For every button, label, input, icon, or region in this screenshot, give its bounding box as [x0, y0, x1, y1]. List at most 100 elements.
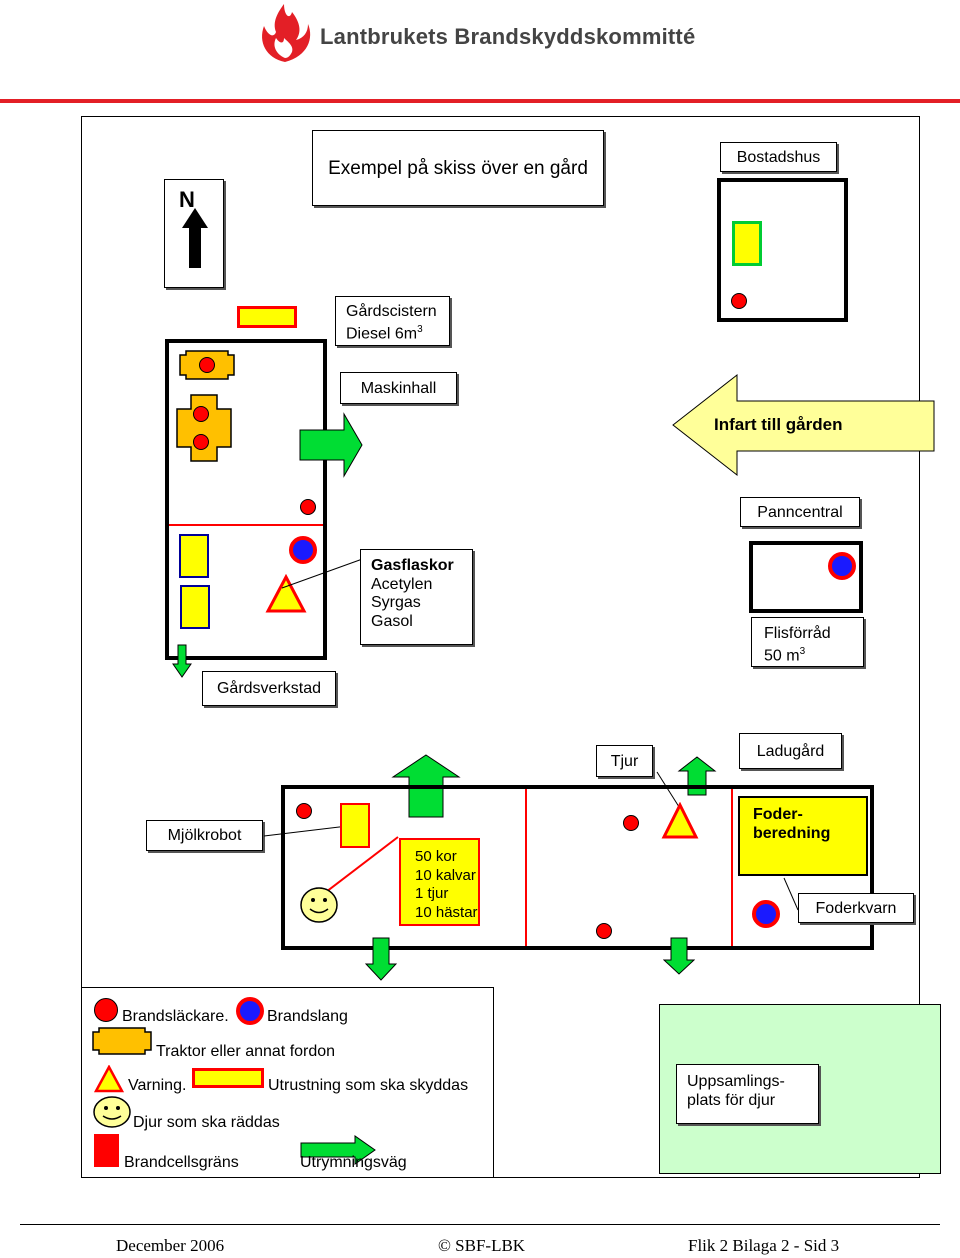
fire-extinguisher	[193, 434, 209, 450]
footer-page: Flik 2 Bilaga 2 - Sid 3	[688, 1236, 840, 1255]
header-rule	[0, 99, 960, 103]
footer-date: December 2006	[116, 1236, 225, 1255]
foder-line1: Foder-	[753, 806, 803, 823]
warning-icon	[265, 574, 307, 613]
sketch-title: Exempel på skiss över en gård	[312, 130, 604, 206]
uppsamling-label: Uppsamlings- plats för djur	[676, 1064, 819, 1124]
flis-line1: Flisförråd	[764, 625, 831, 642]
equipment-protect	[179, 534, 209, 578]
legend-utrymning: Utrymningsväg	[300, 1154, 407, 1171]
animal-count: 10 hästar	[415, 903, 478, 921]
leader-line	[281, 556, 369, 589]
fire-compartment-boundary	[731, 789, 733, 946]
legend-fire-hose-icon	[236, 997, 264, 1025]
bostadshus-label: Bostadshus	[720, 142, 837, 172]
maskinhall-label: Maskinhall	[340, 372, 457, 404]
maskinhall-building	[165, 339, 327, 660]
bostadshus-building	[717, 178, 848, 322]
legend-brandslackare: Brandsläckare.	[122, 1008, 229, 1025]
vehicle-icon	[176, 394, 232, 462]
exit-arrow-right-icon	[299, 412, 363, 478]
gasflaskor-title: Gasflaskor	[371, 557, 454, 574]
north-indicator: N	[164, 179, 224, 288]
cistern-line2: Diesel 6m3	[346, 321, 449, 343]
animal-count: 50 kor	[415, 848, 457, 865]
uppsamling-line2: plats för djur	[687, 1091, 776, 1109]
foderkvarn-label: Foderkvarn	[798, 893, 914, 923]
leader-line	[656, 771, 682, 811]
cistern-tank	[237, 306, 297, 328]
fire-hose	[828, 552, 856, 580]
legend-exit-arrow-icon	[300, 1135, 376, 1165]
foder-line2: beredning	[753, 824, 831, 842]
north-arrow-icon	[182, 208, 208, 268]
gas-item: Syrgas	[371, 594, 421, 611]
fire-compartment-boundary	[169, 524, 323, 526]
legend-utrustning: Utrustning som ska skyddas	[268, 1077, 469, 1094]
leader-line	[783, 877, 799, 911]
fire-extinguisher	[199, 357, 215, 373]
exit-arrow-down-icon	[365, 937, 397, 981]
legend-brandslang: Brandslang	[267, 1008, 348, 1025]
fire-extinguisher	[596, 923, 612, 939]
fire-extinguisher	[623, 815, 639, 831]
animal-count: 10 kalvar	[415, 866, 476, 884]
legend-fire-boundary-icon	[94, 1134, 119, 1167]
logo: Lantbrukets Brandskyddskommitté	[248, 2, 696, 64]
equipment-protect	[340, 803, 370, 848]
legend: Brandsläckare. Brandslang Traktor eller …	[81, 987, 494, 1178]
entrance-arrow-icon	[672, 373, 935, 477]
leader-line	[325, 836, 399, 893]
animal-count: 1 tjur	[415, 885, 449, 902]
flis-unit-sup: 3	[799, 646, 806, 657]
flis-volume: 50 m	[764, 647, 800, 665]
logo-text: Lantbrukets Brandskyddskommitté	[320, 24, 696, 49]
north-label: N	[179, 187, 195, 212]
legend-varning: Varning.	[128, 1077, 187, 1094]
flis-line2: 50 m3	[764, 643, 863, 665]
ladugard-building	[281, 785, 874, 950]
fire-extinguisher	[193, 406, 209, 422]
legend-warning-icon	[94, 1065, 124, 1093]
legend-fire-extinguisher-icon	[94, 998, 118, 1022]
equipment-protect	[180, 585, 210, 629]
legend-djur: Djur som ska räddas	[133, 1114, 280, 1131]
infart-label: Infart till gården	[714, 415, 843, 434]
sketch-frame	[81, 116, 920, 1178]
fire-compartment-boundary	[525, 789, 527, 946]
cistern-line1: Gårdscistern	[346, 303, 437, 320]
panncentral-label: Panncentral	[740, 497, 860, 527]
gasflaskor-label: Gasflaskor Acetylen Syrgas Gasol	[360, 549, 473, 645]
legend-traktor: Traktor eller annat fordon	[156, 1043, 336, 1060]
fire-extinguisher	[731, 293, 747, 309]
flisforrad-label: Flisförråd 50 m3	[751, 617, 864, 667]
fire-hose	[752, 900, 780, 928]
mjolkrobot-label: Mjölkrobot	[146, 820, 263, 851]
warning-icon	[661, 802, 699, 839]
fire-hose	[289, 536, 317, 564]
equipment-protect	[732, 221, 762, 266]
cistern-label: Gårdscistern Diesel 6m3	[335, 296, 450, 346]
foderberedning-box: Foder- beredning	[738, 796, 868, 876]
animals-box: 50 kor 10 kalvar 1 tjur 10 hästar	[399, 838, 480, 926]
legend-equipment-icon	[192, 1068, 264, 1088]
legend-vehicle-icon	[92, 1027, 152, 1055]
exit-arrow-down-icon	[172, 644, 192, 678]
gas-item: Acetylen	[371, 575, 433, 593]
footer-org: © SBF-LBK	[438, 1236, 526, 1255]
fire-extinguisher	[296, 803, 312, 819]
gardsverkstad-label: Gårdsverkstad	[202, 671, 336, 706]
exit-arrow-down-icon	[663, 937, 695, 975]
uppsamling-line1: Uppsamlings-	[687, 1073, 785, 1090]
footer-rule	[20, 1224, 940, 1225]
ladugard-label: Ladugård	[739, 733, 842, 769]
tjur-label: Tjur	[596, 745, 653, 777]
legend-animal-icon	[93, 1096, 131, 1128]
animal-face-icon	[300, 887, 338, 923]
gas-item: Gasol	[371, 612, 413, 630]
panncentral-building	[749, 541, 863, 613]
cistern-unit-sup: 3	[417, 324, 423, 335]
fire-extinguisher	[300, 499, 316, 515]
cistern-volume: Diesel 6m	[346, 325, 418, 343]
legend-brandcell: Brandcellsgräns	[124, 1154, 239, 1171]
